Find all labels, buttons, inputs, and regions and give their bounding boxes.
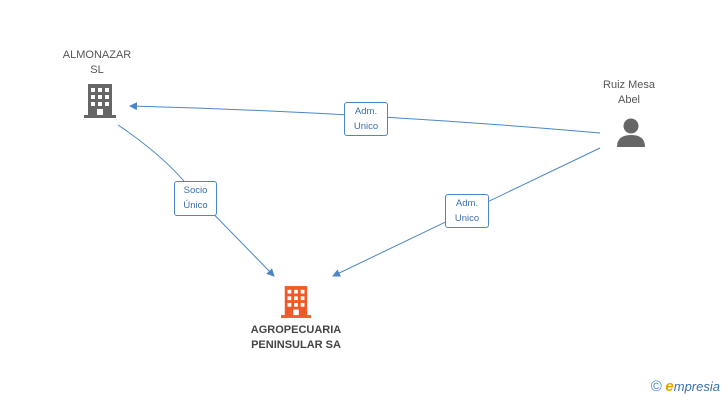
node-ruiz-label[interactable]: Ruiz Mesa Abel — [586, 78, 672, 108]
node-ruiz-name-line2: Abel — [617, 94, 641, 106]
edge-label-line1: Socio — [183, 185, 208, 196]
brand-logo-text: mpresia — [673, 379, 720, 394]
edge-label-ruiz-agropecuaria[interactable]: Adm. Unico — [445, 194, 489, 228]
empresia-watermark: © empresia — [651, 378, 720, 395]
node-almonazar-name-line1: ALMONAZAR — [62, 49, 132, 61]
edge-label-line1: Adm. — [455, 198, 479, 209]
building-icon[interactable] — [84, 84, 116, 118]
person-icon[interactable] — [616, 117, 646, 147]
node-ruiz-name-line1: Ruiz Mesa — [603, 79, 655, 91]
edge-label-line2: Único — [183, 200, 208, 211]
node-agropecuaria-name-line1: AGROPECUARIA — [250, 324, 342, 336]
node-almonazar-label[interactable]: ALMONAZAR SL — [52, 48, 142, 78]
edge-label-almonazar-agropecuaria[interactable]: Socio Único — [174, 181, 217, 216]
node-almonazar-name-line2: SL — [90, 64, 104, 76]
building-icon[interactable] — [281, 285, 311, 319]
edge-label-line2: Unico — [454, 213, 480, 224]
copyright-symbol: © — [650, 378, 662, 395]
edge-label-line2: Unico — [353, 121, 379, 132]
node-agropecuaria-name-line2: PENINSULAR SA — [251, 339, 341, 351]
node-agropecuaria-label[interactable]: AGROPECUARIA PENINSULAR SA — [226, 323, 366, 353]
brand-logo-e: e — [665, 378, 674, 395]
edge-label-ruiz-almonazar[interactable]: Adm. Unico — [344, 102, 388, 136]
edge-label-line1: Adm. — [354, 106, 378, 117]
